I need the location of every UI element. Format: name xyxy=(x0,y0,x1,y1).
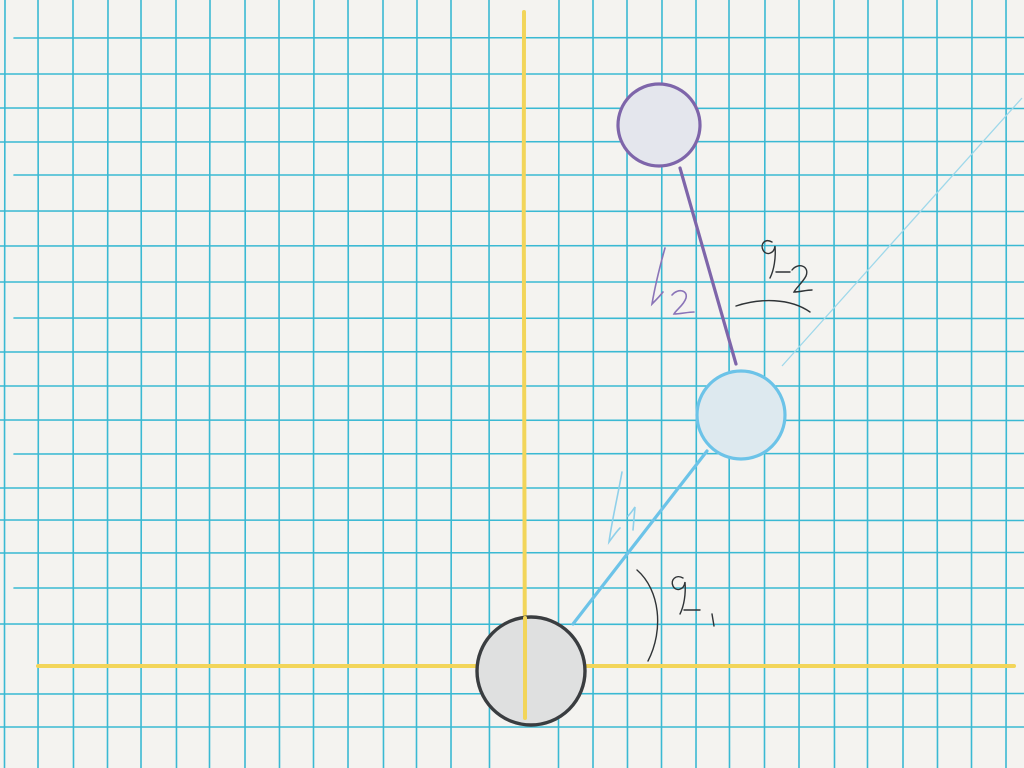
grid-line-horizontal xyxy=(0,692,1024,695)
link1-label xyxy=(607,471,636,545)
angle1-arc xyxy=(636,569,659,662)
angle1-annotation xyxy=(636,569,715,662)
grid-line-vertical xyxy=(866,0,869,768)
grid-line-horizontal xyxy=(0,623,1024,626)
angle2-arc xyxy=(735,299,811,313)
grid-line-vertical xyxy=(208,0,211,768)
end-effector-joint xyxy=(616,82,702,168)
grid-line-horizontal xyxy=(13,317,1024,320)
grid-line-vertical xyxy=(936,0,939,768)
elbow-joint xyxy=(695,369,787,461)
extension-line-link1 xyxy=(781,97,1023,367)
y-axis xyxy=(521,10,527,720)
grid-line-horizontal xyxy=(0,244,1024,247)
grid-line-horizontal xyxy=(0,140,1024,143)
grid-line-vertical xyxy=(3,0,6,768)
link2-label xyxy=(650,247,695,315)
grid-line-vertical xyxy=(970,0,973,768)
grid-line-horizontal xyxy=(0,519,1024,522)
link-1 xyxy=(571,449,709,626)
grid-line-vertical xyxy=(278,0,281,768)
grid-line-vertical xyxy=(415,0,418,768)
grid-line-horizontal xyxy=(0,210,1024,213)
grid-line-horizontal xyxy=(0,107,1024,110)
grid-line-vertical xyxy=(382,0,385,768)
grid-line-vertical xyxy=(312,0,315,768)
base-joint xyxy=(475,615,587,727)
angle2-annotation xyxy=(735,240,813,313)
grid-line-vertical xyxy=(72,0,75,768)
grid-line-vertical xyxy=(106,0,109,768)
grid-line-vertical xyxy=(175,0,178,768)
grid-line-horizontal xyxy=(0,419,1024,422)
grid-line-vertical xyxy=(833,0,836,768)
grid-line-horizontal xyxy=(0,350,1024,353)
grid-line-horizontal xyxy=(13,452,1024,455)
link-2 xyxy=(678,166,738,366)
grid-line-horizontal xyxy=(13,36,1024,39)
grid-line-horizontal xyxy=(0,551,1024,554)
